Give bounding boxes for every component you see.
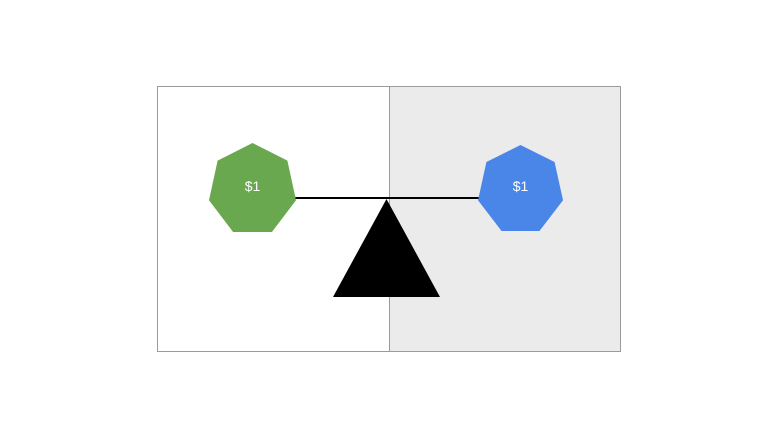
right-coin-heptagon: $1 — [478, 145, 563, 231]
left-coin-heptagon: $1 — [209, 143, 296, 232]
left-coin-label: $1 — [244, 177, 261, 194]
balance-beam-line — [293, 197, 483, 199]
right-coin-label: $1 — [512, 178, 529, 194]
